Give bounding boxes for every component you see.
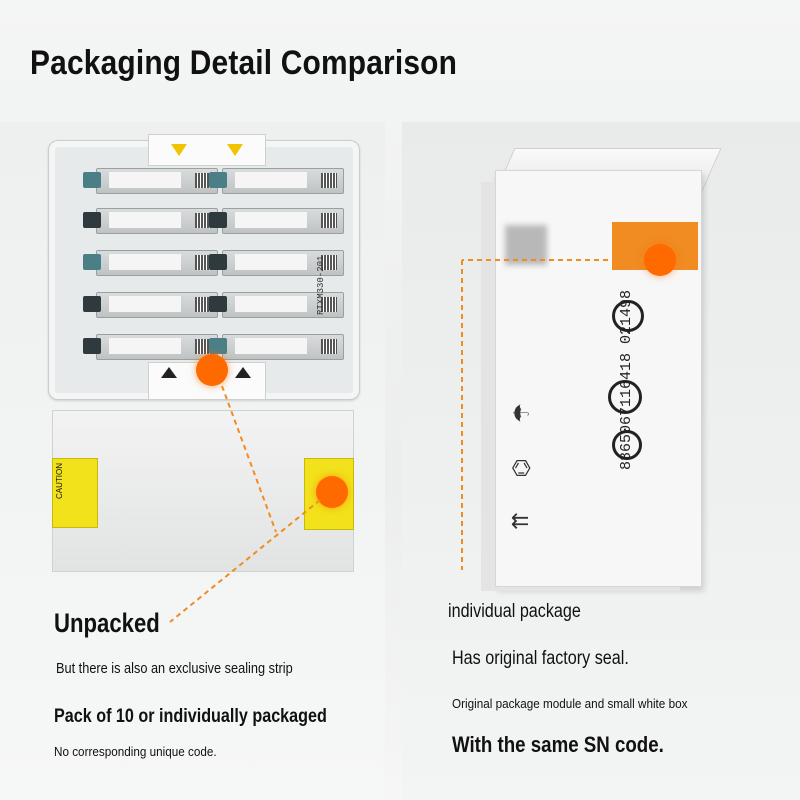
callout-dot [644,244,676,276]
recycle-icon [612,300,644,332]
fragile-icon: ⌬ [508,458,534,478]
right-heading: individual package [448,601,581,622]
page-title: Packaging Detail Comparison [30,44,458,82]
callout-dot [196,354,228,386]
right-line-2: Original package module and small white … [452,696,688,711]
right-line-1: Has original factory seal. [452,648,629,669]
umbrella-icon: ☂ [508,403,534,423]
caution-sticker-label: CAUTION [55,463,64,499]
tray-side-label: RTXM330-201 [316,255,326,315]
sfp-module [209,292,344,318]
left-line-1: But there is also an exclusive sealing s… [56,660,293,677]
warning-triangle-icon [235,367,251,378]
sfp-module [83,208,218,234]
sealing-strip-top [148,134,266,166]
right-line-3: With the same SN code. [452,732,664,757]
blurred-label [505,225,547,265]
this-way-up-icon: ⇈ [508,511,534,531]
sfp-module [83,250,218,276]
left-line-3: No corresponding unique code. [54,744,217,759]
sfp-module [209,168,344,194]
warning-triangle-icon [161,367,177,378]
sfp-module [83,168,218,194]
sfp-module [83,334,218,360]
sfp-module [83,292,218,318]
recycle-icon [608,380,642,414]
warning-triangle-icon [171,144,187,156]
certification-icon [612,430,642,460]
left-heading: Unpacked [54,608,160,638]
sfp-module [209,334,344,360]
warning-triangle-icon [227,144,243,156]
callout-dot [316,476,348,508]
left-line-2: Pack of 10 or individually packaged [54,706,327,727]
sfp-module [209,250,344,276]
sfp-module [209,208,344,234]
caution-sticker: CAUTION [52,458,98,528]
